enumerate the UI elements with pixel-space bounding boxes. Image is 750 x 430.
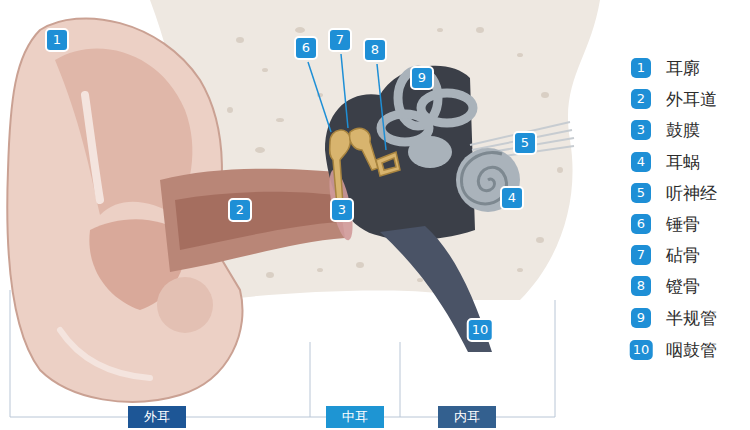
earlobe-shadow: [157, 277, 213, 333]
callout-number: 5: [513, 131, 537, 155]
key-number: 1: [631, 58, 651, 78]
callout-number: 4: [500, 186, 524, 210]
key-number: 5: [631, 183, 651, 203]
key-number: 7: [631, 245, 651, 265]
callout-number: 2: [228, 198, 252, 222]
callout-number: 6: [294, 36, 318, 60]
region-label: 中耳: [342, 409, 368, 424]
part-name: 耳蜗: [666, 151, 700, 174]
lobe-highlight: [60, 330, 150, 378]
vestibule: [408, 136, 452, 168]
canal-inner: [175, 192, 340, 250]
key-number: 9: [631, 308, 651, 328]
key-number: 4: [631, 152, 651, 172]
key-number: 2: [631, 89, 651, 109]
middle-ear-cavity: [325, 66, 475, 240]
region-band: 外耳: [128, 406, 186, 428]
part-name: 咽鼓管: [666, 339, 717, 362]
callout-number: 1: [45, 28, 69, 52]
part-name: 听神经: [666, 182, 717, 205]
key-number: 10: [630, 340, 653, 360]
ear-canal: [160, 169, 345, 272]
region-band: 内耳: [438, 406, 496, 428]
part-name: 鼓膜: [666, 119, 700, 142]
key-number: 3: [631, 120, 651, 140]
part-name: 砧骨: [666, 244, 700, 267]
region-dividers: [10, 290, 555, 417]
leader-lines: [308, 54, 386, 150]
part-name: 镫骨: [666, 275, 700, 298]
part-name: 耳廓: [666, 57, 700, 80]
callout-number: 3: [330, 198, 354, 222]
key-number: 6: [631, 214, 651, 234]
callout-number: 10: [467, 318, 494, 342]
region-label: 内耳: [454, 409, 480, 424]
region-label: 外耳: [144, 409, 170, 424]
part-name: 半规管: [666, 307, 717, 330]
region-band: 中耳: [326, 406, 384, 428]
key-number: 8: [631, 276, 651, 296]
part-name: 锤骨: [666, 213, 700, 236]
callout-number: 9: [410, 66, 434, 90]
helix-highlight: [85, 95, 100, 200]
callout-number: 7: [328, 28, 352, 52]
ossicles: [330, 128, 400, 206]
callout-number: 8: [363, 38, 387, 62]
part-name: 外耳道: [666, 88, 717, 111]
